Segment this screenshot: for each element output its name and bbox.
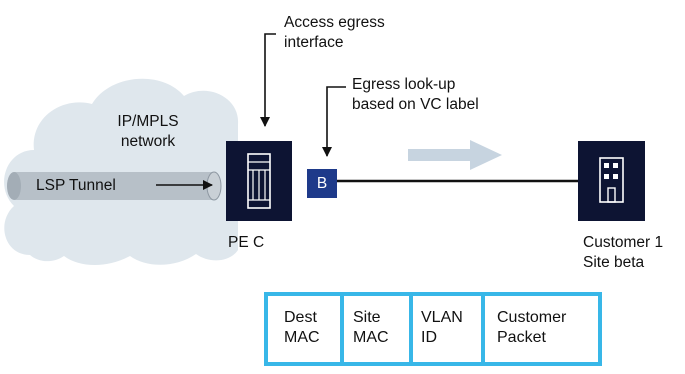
egress-callout-text: Egress look-up based on VC label [352, 75, 479, 115]
ip-mpls-cloud [4, 78, 239, 265]
packet-field-line1: Site [353, 309, 381, 326]
packet-field-line2: ID [421, 329, 437, 346]
customer-label-line2: Site beta [583, 254, 645, 271]
cloud-title-line2: network [120, 133, 176, 150]
packet-frame [264, 292, 602, 366]
packet-field-site-mac: Site MAC [353, 308, 389, 348]
egress-callout-line2: based on VC label [352, 96, 479, 113]
router-pe-c-icon [226, 141, 292, 221]
flow-direction-arrow [408, 140, 502, 170]
lsp-tunnel [7, 171, 222, 201]
access-callout-text: Access egress interface [284, 13, 385, 53]
packet-field-line2: MAC [284, 329, 320, 346]
packet-field-line2: Packet [497, 329, 546, 346]
packet-field-line1: VLAN [421, 309, 463, 326]
cloud-title: IP/MPLS network [98, 112, 198, 152]
egress-callout-line [322, 86, 346, 157]
access-callout-line2: interface [284, 34, 344, 51]
packet-field-customer-packet: Customer Packet [497, 308, 566, 348]
customer-label: Customer 1 Site beta [583, 233, 663, 273]
packet-field-line1: Dest [284, 309, 317, 326]
customer-building-icon [578, 141, 645, 221]
customer-label-line1: Customer 1 [583, 234, 664, 251]
packet-field-dest-mac: Dest MAC [284, 308, 320, 348]
egress-callout-line1: Egress look-up [352, 76, 456, 93]
packet-field-line2: MAC [353, 329, 389, 346]
tunnel-label: LSP Tunnel [36, 177, 116, 194]
access-callout-line [260, 33, 276, 127]
interface-badge-label: B [316, 175, 328, 192]
packet-field-vlan-id: VLAN ID [421, 308, 463, 348]
cloud-title-line1: IP/MPLS [117, 113, 179, 130]
access-callout-line1: Access egress [284, 14, 385, 31]
interface-badge [307, 169, 337, 198]
router-label: PE C [228, 234, 265, 251]
packet-field-line1: Customer [497, 309, 567, 326]
